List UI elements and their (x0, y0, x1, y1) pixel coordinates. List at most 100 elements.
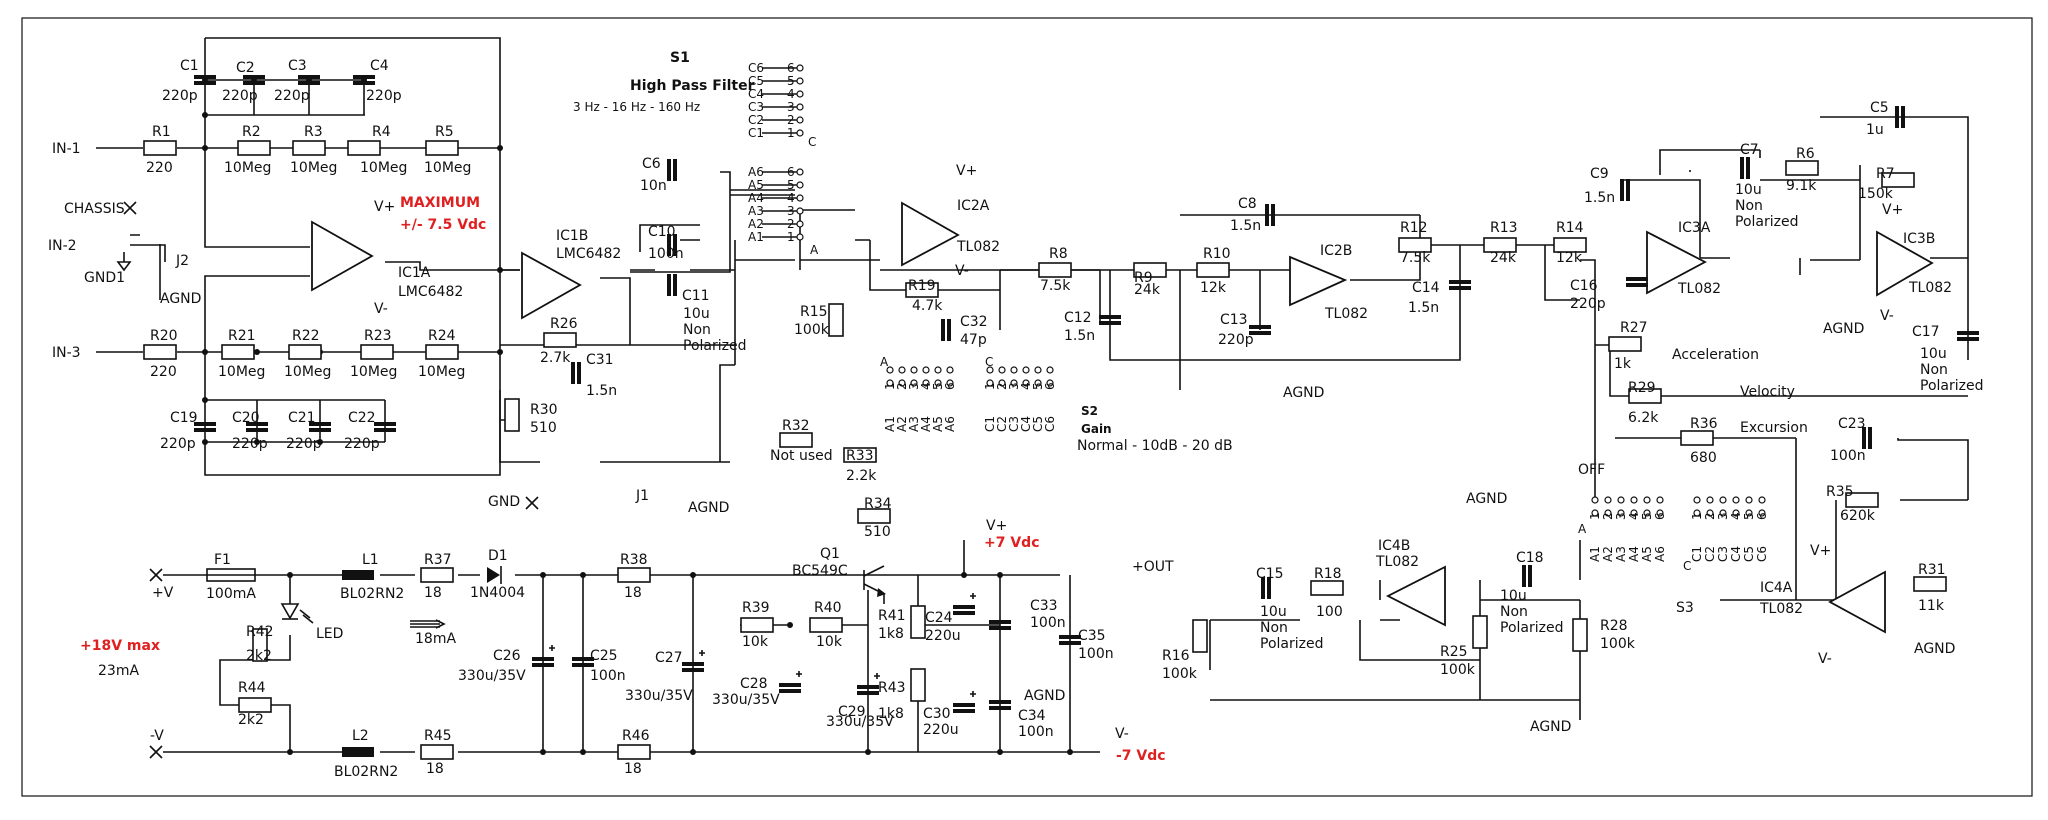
value-c32: 47p (960, 332, 987, 348)
ref-r7: R7 (1876, 166, 1895, 182)
capacitor-c22 (374, 422, 396, 432)
ic3a-name: IC3A (1678, 220, 1711, 236)
value-c35: 100n (1078, 646, 1114, 662)
chassis-x-icon (123, 201, 137, 215)
value-r8: 7.5k (1040, 278, 1071, 294)
value-r43: 1k8 (878, 706, 904, 722)
s3-off: OFF (1578, 462, 1605, 478)
ref-r36: R36 (1690, 416, 1718, 432)
value-c9: 1.5n (1584, 190, 1615, 206)
s2-a-contact (946, 366, 954, 374)
resistor-r44 (238, 697, 272, 713)
s3-c-contact (1745, 496, 1753, 504)
value-r39: 10k (742, 634, 769, 650)
value-l2: BL02RN2 (334, 764, 398, 780)
branch-current: 18mA (415, 631, 456, 647)
ref-r32: R32 (782, 418, 810, 434)
s2-c-contact (1010, 379, 1018, 387)
value-d1: 1N4004 (470, 585, 525, 601)
ref-r35: R35 (1826, 484, 1854, 500)
capacitor-c5 (1895, 106, 1905, 128)
s3-c-contact (1732, 496, 1740, 504)
capacitor-c6 (667, 159, 677, 181)
value-q1: BC549C (792, 563, 848, 579)
s3-c-contact (1745, 509, 1753, 517)
value-r31: 11k (1918, 598, 1945, 614)
ic4a-vplus: V+ (1810, 543, 1831, 559)
value-c18: Polarized (1500, 620, 1563, 636)
s2-a-pin: A5 (931, 416, 945, 432)
out-label: +OUT (1132, 559, 1174, 575)
s3-c-num: 4 (1729, 512, 1743, 520)
s3-a-num: 5 (1640, 512, 1654, 520)
value-c6: 10n (640, 178, 667, 194)
ref-c23: C23 (1838, 416, 1866, 432)
capacitor-c18 (1522, 565, 1532, 587)
ref-r21: R21 (228, 328, 256, 344)
agnd-j2-label: AGND (160, 291, 201, 307)
capacitor-c14 (1449, 280, 1471, 290)
opamp-ic3b (1876, 230, 1934, 297)
ref-c15: C15 (1256, 566, 1284, 582)
s3-a-pin: A2 (1601, 546, 1615, 562)
s3-c-pin: C2 (1703, 546, 1717, 562)
resistor-r43 (910, 668, 926, 702)
s1-c-contact (796, 77, 804, 85)
value-r13: 24k (1490, 250, 1517, 266)
s1-a-num: 4 (787, 191, 795, 205)
ic3b-vminus: V- (1880, 308, 1894, 324)
components-layer: R1220R210MegR310MegR410MegR510MegR20220R… (143, 58, 1983, 780)
s3-c-pin: C4 (1729, 546, 1743, 562)
capacitor-c9 (1620, 179, 1630, 201)
ref-c19: C19 (170, 410, 198, 426)
s2-a-contact (910, 379, 918, 387)
ref-c4: C4 (370, 58, 389, 74)
s1-a-pin: A6 (748, 165, 764, 179)
resistor-r45 (420, 744, 454, 760)
value-r44: 2k2 (238, 712, 264, 728)
capacitor-c19 (194, 422, 216, 432)
resistor-r2 (237, 140, 271, 156)
s2-c-contact (986, 366, 994, 374)
value-c17: Polarized (1920, 378, 1983, 394)
s2-title: S2 (1081, 404, 1098, 418)
resistor-r5 (425, 140, 459, 156)
value-c7: Non (1735, 198, 1763, 214)
gain-title: Gain (1081, 422, 1112, 436)
value-r22: 10Meg (284, 364, 331, 380)
resistor-r21 (221, 344, 255, 360)
s1-a-num: 6 (787, 165, 795, 179)
value-c30: 220u (923, 722, 959, 738)
agnd-out-label: AGND (1530, 719, 1571, 735)
ic4a-part: TL082 (1759, 601, 1803, 617)
gnd-label: GND (488, 494, 520, 510)
s3-c-num: 2 (1703, 512, 1717, 520)
s1-a-contact (796, 233, 804, 241)
ic2a-name: IC2A (957, 198, 990, 214)
s2-c-pin: C6 (1043, 416, 1057, 432)
s2-a-num: 5 (931, 382, 945, 390)
gain-section: IC2A TL082 V+ V- S2 Gain Normal - 10dB -… (799, 163, 1233, 454)
agnd-ic4a-label: AGND (1914, 641, 1955, 657)
s3-c-pin: C3 (1716, 546, 1730, 562)
vminus-terminal-icon (149, 745, 163, 759)
resistor-r34 (857, 508, 891, 524)
resistor-r25 (1472, 615, 1488, 649)
value-r37: 18 (424, 585, 442, 601)
capacitor-c15 (1261, 577, 1271, 599)
ref-r43: R43 (878, 680, 906, 696)
capacitor-c1 (194, 75, 216, 85)
s1-a-pin: A1 (748, 230, 764, 244)
value-r9: 24k (1134, 282, 1161, 298)
opamp-ic3a (1646, 230, 1707, 295)
ref-r34: R34 (864, 496, 892, 512)
capacitor-c20 (246, 422, 268, 432)
s3-c-contact (1758, 496, 1766, 504)
ref-c2: C2 (236, 60, 255, 76)
value-c13: 220p (1218, 332, 1254, 348)
ref-r33: R33 (846, 448, 874, 464)
value-r10: 12k (1200, 280, 1227, 296)
s3-c-contact (1693, 496, 1701, 504)
s1-c-pin: C5 (748, 74, 764, 88)
s2-c-contact (1046, 379, 1054, 387)
